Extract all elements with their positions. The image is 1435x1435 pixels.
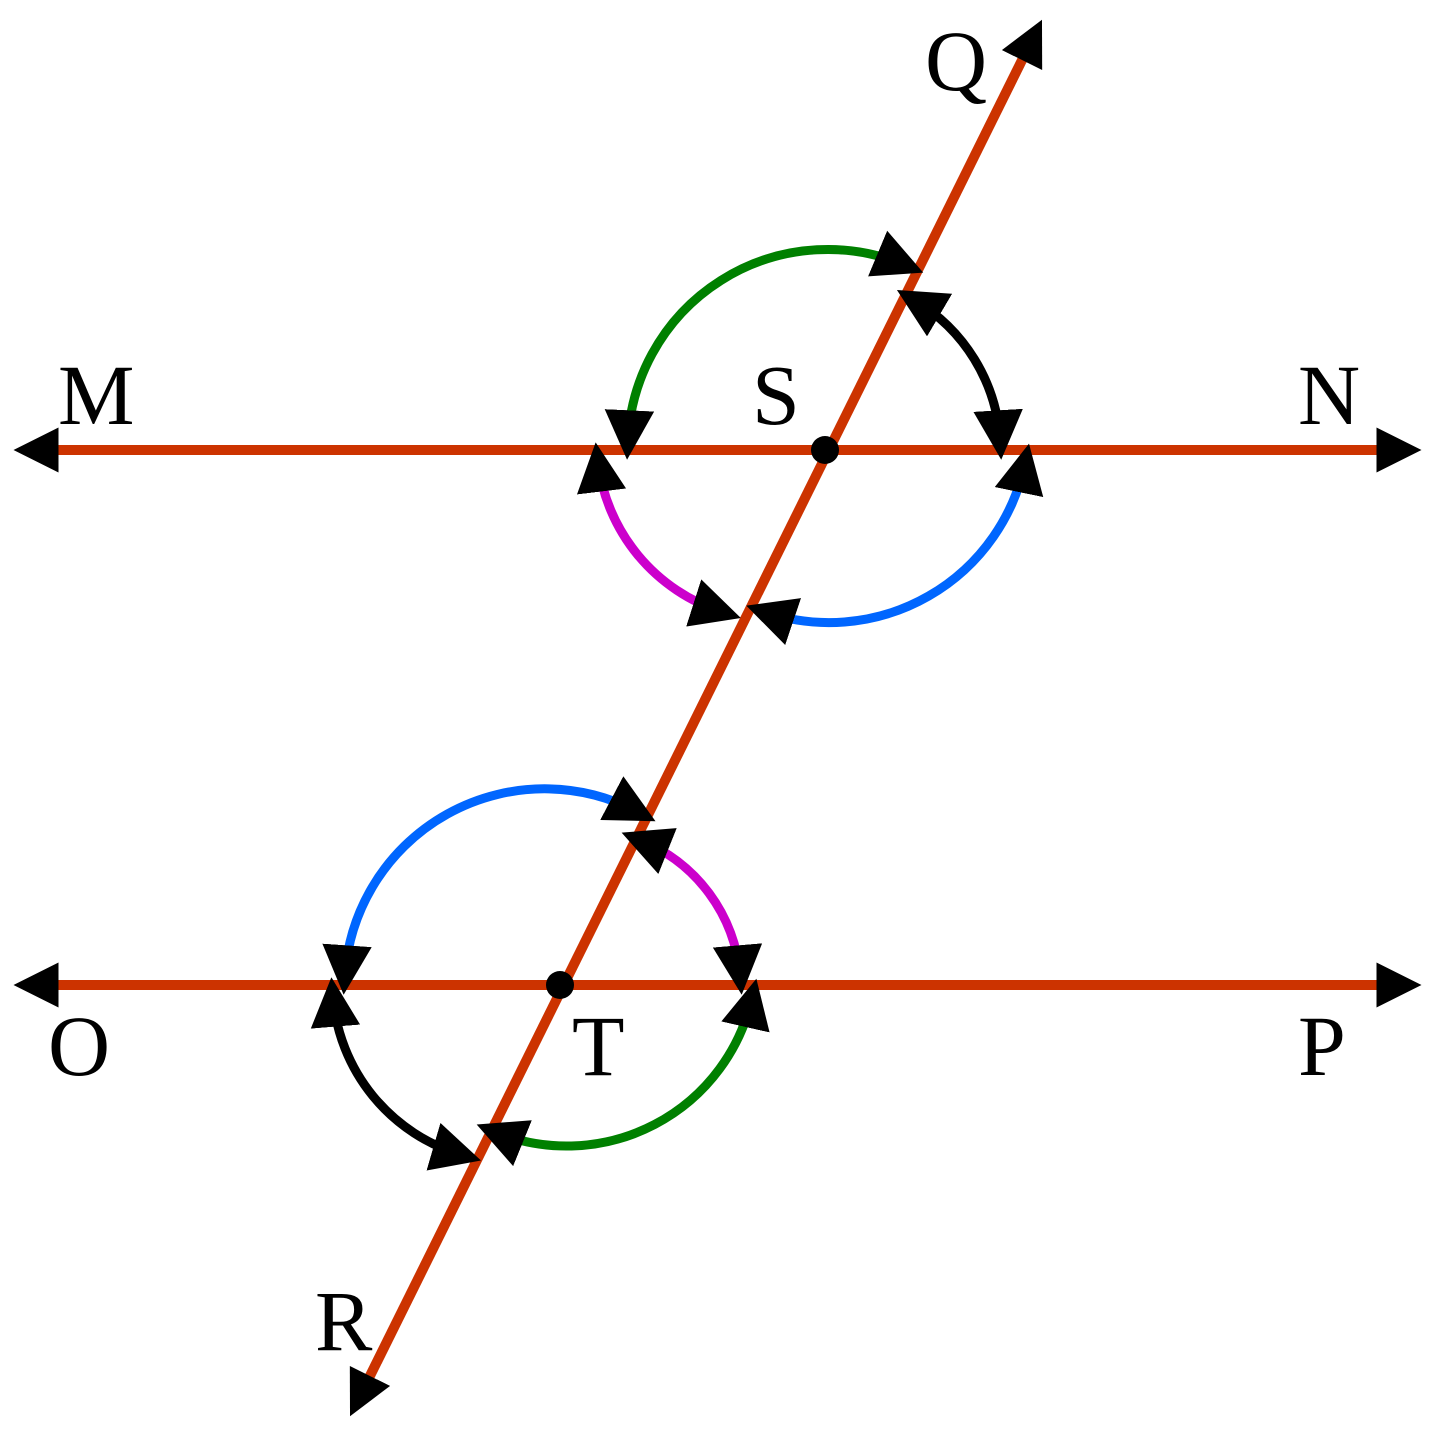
point-s	[811, 436, 839, 464]
angle-arc-t-black	[310, 977, 482, 1171]
angle-arc-t-blue	[322, 776, 656, 995]
label-o: O	[48, 998, 110, 1094]
label-n: N	[1298, 347, 1360, 443]
label-q: Q	[925, 13, 987, 109]
angle-arc-s-black	[896, 289, 1023, 460]
point-t	[546, 971, 574, 999]
angle-arc-s-green	[604, 230, 924, 460]
label-p: P	[1298, 998, 1346, 1094]
label-m: M	[58, 347, 134, 443]
label-s: S	[752, 347, 800, 443]
angle-arc-s-blue	[746, 443, 1044, 645]
label-r: R	[315, 1273, 373, 1369]
transversal-qr	[349, 19, 1043, 1417]
angle-arc-s-magenta	[576, 442, 741, 627]
label-t: T	[572, 998, 625, 1094]
angle-arc-t-green	[476, 978, 770, 1167]
angle-arc-t-magenta	[621, 828, 763, 995]
